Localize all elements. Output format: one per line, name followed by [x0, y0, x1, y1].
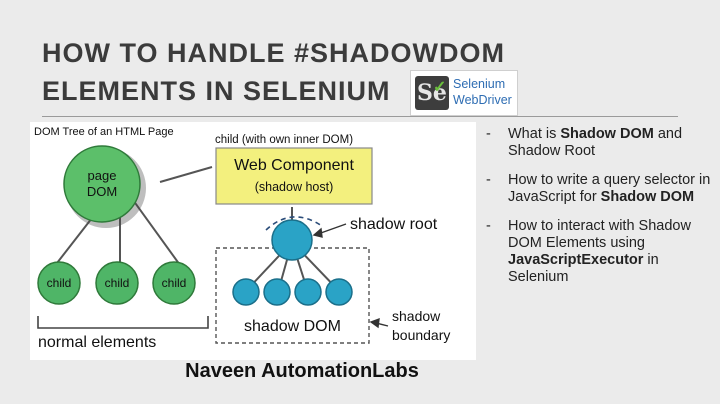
page-title-line-1: HOW TO HANDLE #SHADOWDOM	[42, 38, 505, 68]
topic-2-text: How to write a query selector in JavaScr…	[508, 172, 711, 205]
shadow-root-arc	[265, 216, 323, 231]
child-label-1: child	[46, 276, 72, 290]
bullet-dash: -	[486, 218, 491, 234]
topic-2-bold: Shadow DOM	[600, 189, 695, 205]
child-node-2	[95, 261, 139, 305]
footer-brand-text: Naveen AutomationLabs	[185, 360, 419, 382]
shadow-root-arrowhead	[312, 227, 323, 238]
page-dom-label-2: DOM	[86, 184, 118, 199]
topic-1-bold: Shadow DOM	[560, 126, 654, 142]
topic-1-text: What is	[508, 126, 561, 142]
topic-3-text-end: in Selenium	[508, 252, 659, 285]
dom-tree-label: DOM Tree of an HTML Page	[34, 126, 174, 138]
bullet-dash: -	[486, 126, 491, 142]
normal-elements-bracket	[37, 316, 209, 329]
normal-elements-label: normal elements	[38, 334, 157, 351]
edge-page-component	[159, 166, 213, 183]
diagram-graphics	[37, 145, 389, 344]
child-with-dom-label: child (with own inner DOM)	[215, 134, 354, 146]
page-title-line-2: ELEMENTS IN SELENIUM	[42, 76, 391, 106]
logo-text-selenium: Selenium	[453, 77, 506, 91]
topic-item-2: - How to write a query selector in JavaS…	[486, 172, 711, 206]
shadow-root-label: shadow root	[350, 216, 438, 233]
shadow-child-node-3	[294, 278, 322, 306]
topic-item-1: - What is Shadow DOM and Shadow Root	[486, 126, 711, 160]
topic-3-bold: JavaScriptExecutor	[508, 252, 644, 268]
shadow-host-label: (shadow host)	[254, 180, 334, 194]
web-component-label: Web Component	[234, 157, 354, 174]
selenium-logo-icon: Se ✓	[415, 76, 449, 110]
topic-3-text: How to interact with Shadow DOM Elements…	[508, 218, 691, 251]
child-label-3: child	[161, 276, 187, 290]
title-divider	[42, 116, 678, 117]
shadow-dom-diagram: DOM Tree of an HTML Page child (with own…	[30, 122, 476, 360]
child-label-2: child	[104, 276, 130, 290]
web-component-box	[215, 147, 373, 205]
child-node-3	[152, 261, 196, 305]
bullet-dash: -	[486, 172, 491, 188]
selenium-logo-glyph: Se	[417, 80, 447, 106]
shadow-dom-label: shadow DOM	[244, 318, 341, 335]
selenium-webdriver-logo: Se ✓ Selenium WebDriver	[410, 70, 518, 116]
topic-item-3: - How to interact with Shadow DOM Elemen…	[486, 218, 711, 286]
shadow-boundary-box	[215, 247, 370, 344]
footer-brand: Naveen AutomationLabs	[0, 360, 720, 383]
shadow-boundary-label-2: boundary	[392, 327, 451, 343]
shadow-child-node-4	[325, 278, 353, 306]
shadow-boundary-arrowhead	[369, 317, 380, 329]
topic-1-text-end: and Shadow Root	[508, 126, 683, 159]
checkmark-icon: ✓	[433, 79, 447, 96]
shadow-child-node-1	[232, 278, 260, 306]
logo-text-webdriver: WebDriver	[453, 93, 512, 107]
shadow-boundary-label-1: shadow	[392, 308, 441, 324]
shadow-root-node	[271, 219, 313, 261]
page-dom-node	[63, 145, 141, 223]
page-dom-label-1: page	[87, 168, 117, 183]
topic-list: - What is Shadow DOM and Shadow Root - H…	[486, 126, 711, 298]
shadow-child-node-2	[263, 278, 291, 306]
shadow-root-arrow	[317, 223, 347, 235]
child-node-1	[37, 261, 81, 305]
